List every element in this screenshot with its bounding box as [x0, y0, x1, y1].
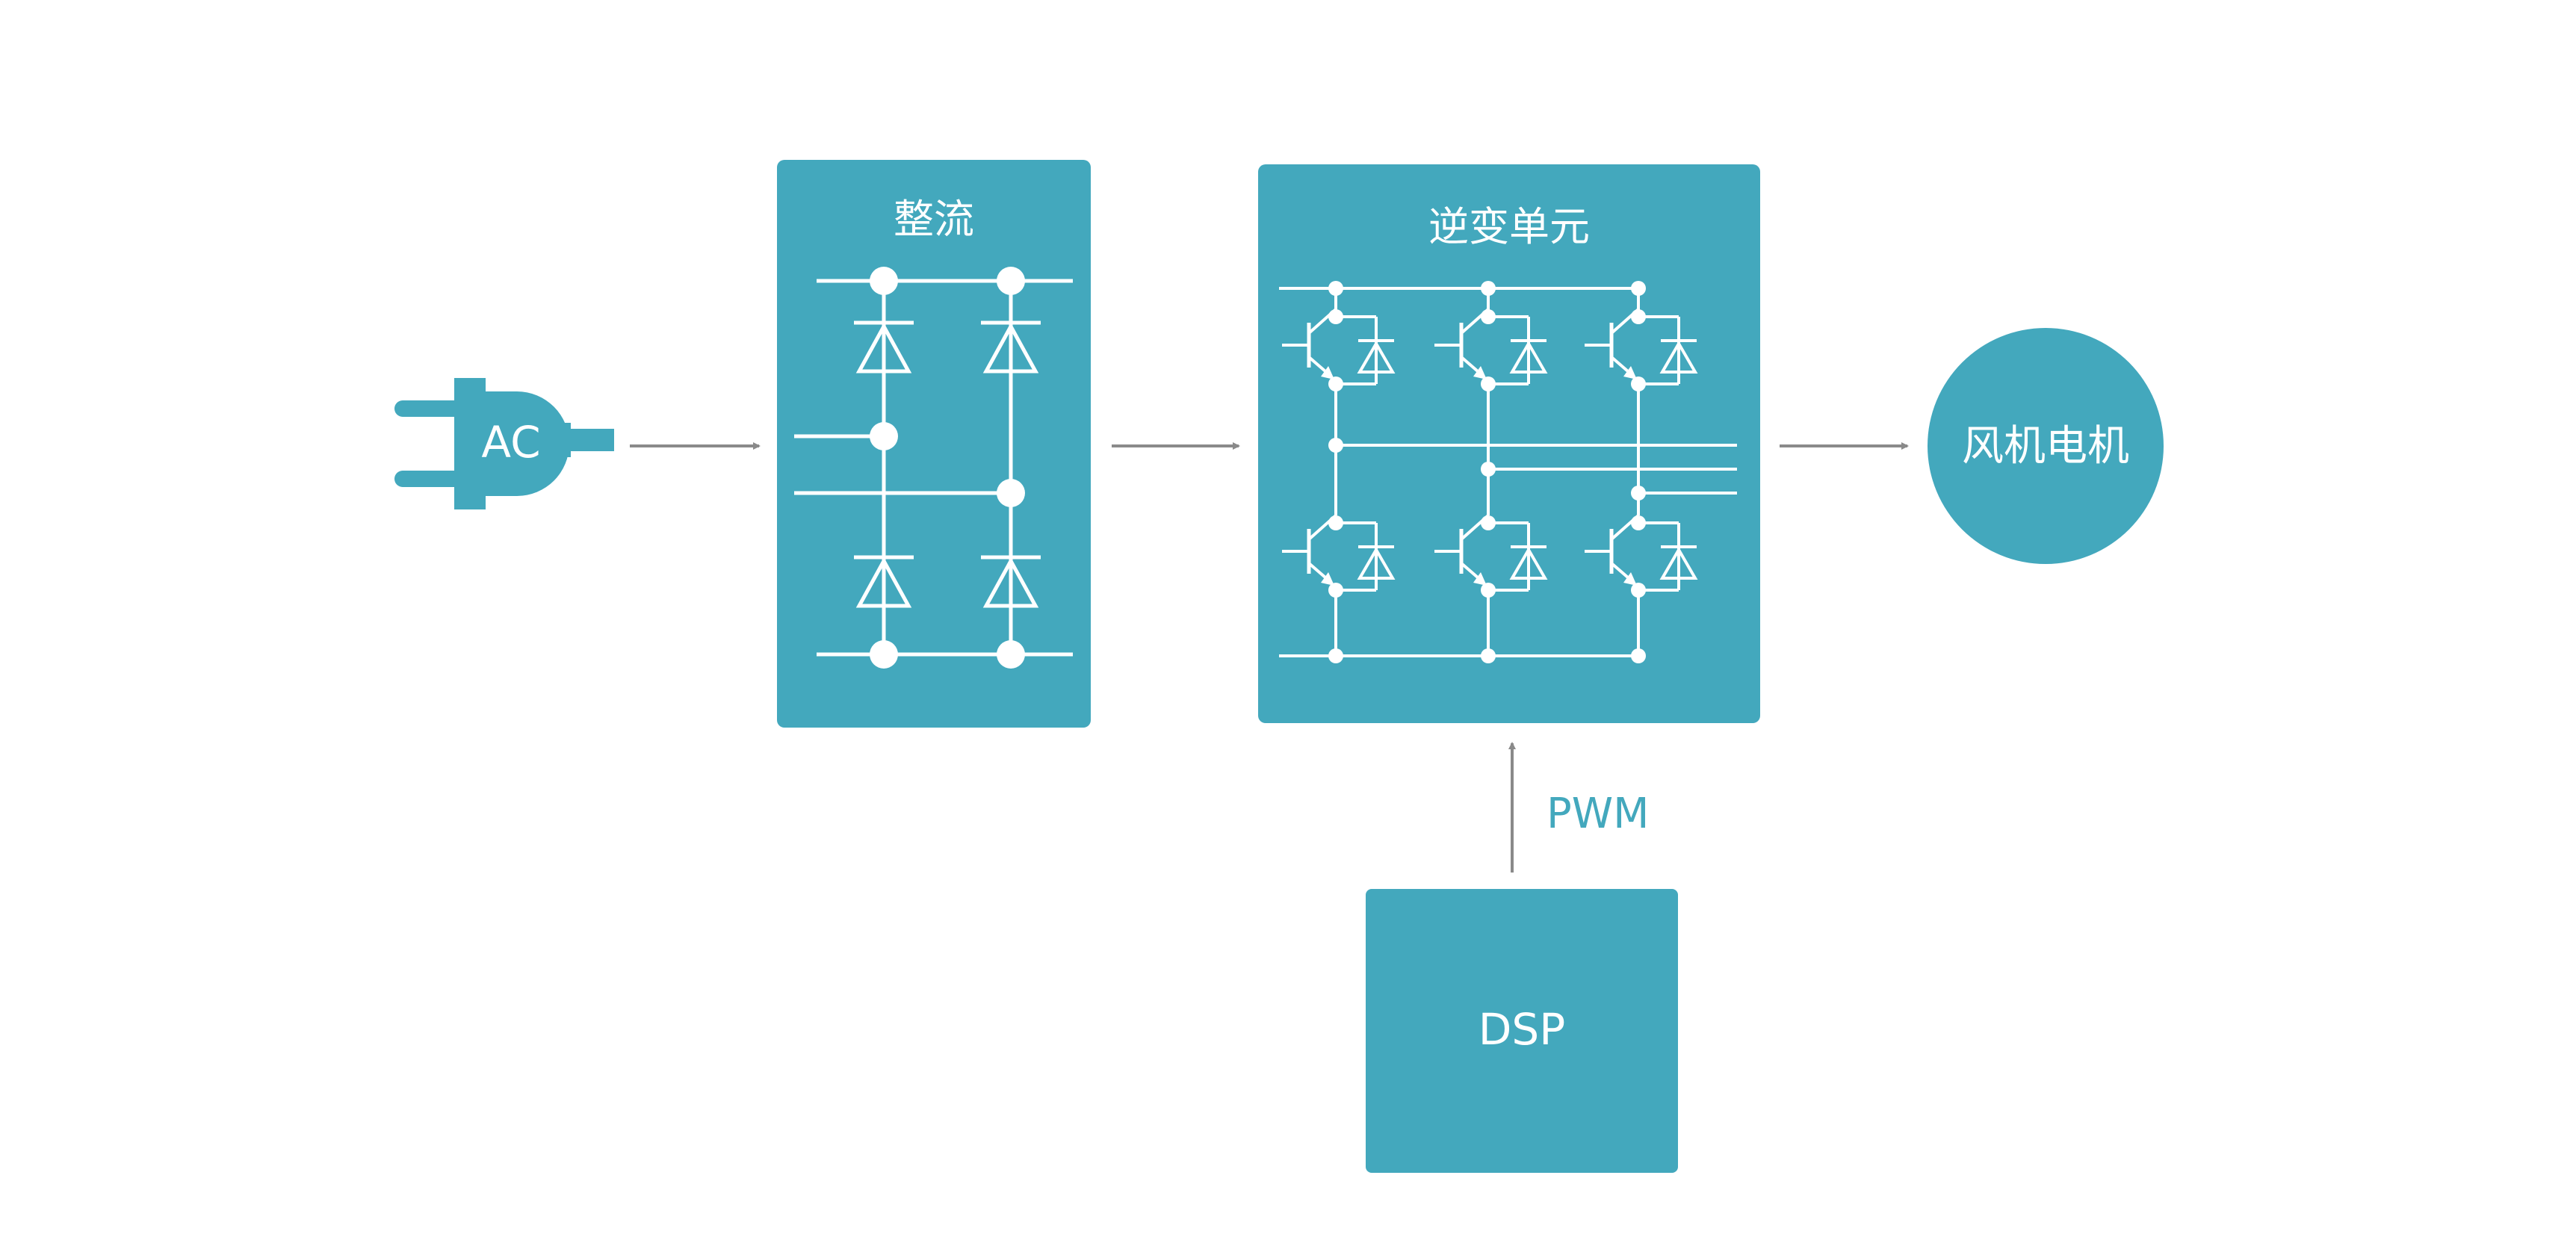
rectifier-label: 整流: [894, 196, 974, 243]
motor-label: 风机电机: [1962, 422, 2129, 471]
fan-motor-node: 风机电机: [1928, 328, 2164, 564]
pwm-label: PWM: [1546, 790, 1649, 838]
power-plug-icon: [394, 378, 614, 509]
dsp-block: DSP: [1366, 889, 1678, 1173]
bridge-rectifier-circuit: [794, 279, 1073, 657]
inverter-block: 逆变单元: [1258, 164, 1760, 723]
dsp-label: DSP: [1479, 1004, 1565, 1055]
ac-label: AC: [481, 417, 540, 468]
inverter-label: 逆变单元: [1428, 203, 1590, 250]
rectifier-block: 整流: [777, 160, 1091, 728]
igbt-inverter-circuit: [1279, 281, 1737, 663]
